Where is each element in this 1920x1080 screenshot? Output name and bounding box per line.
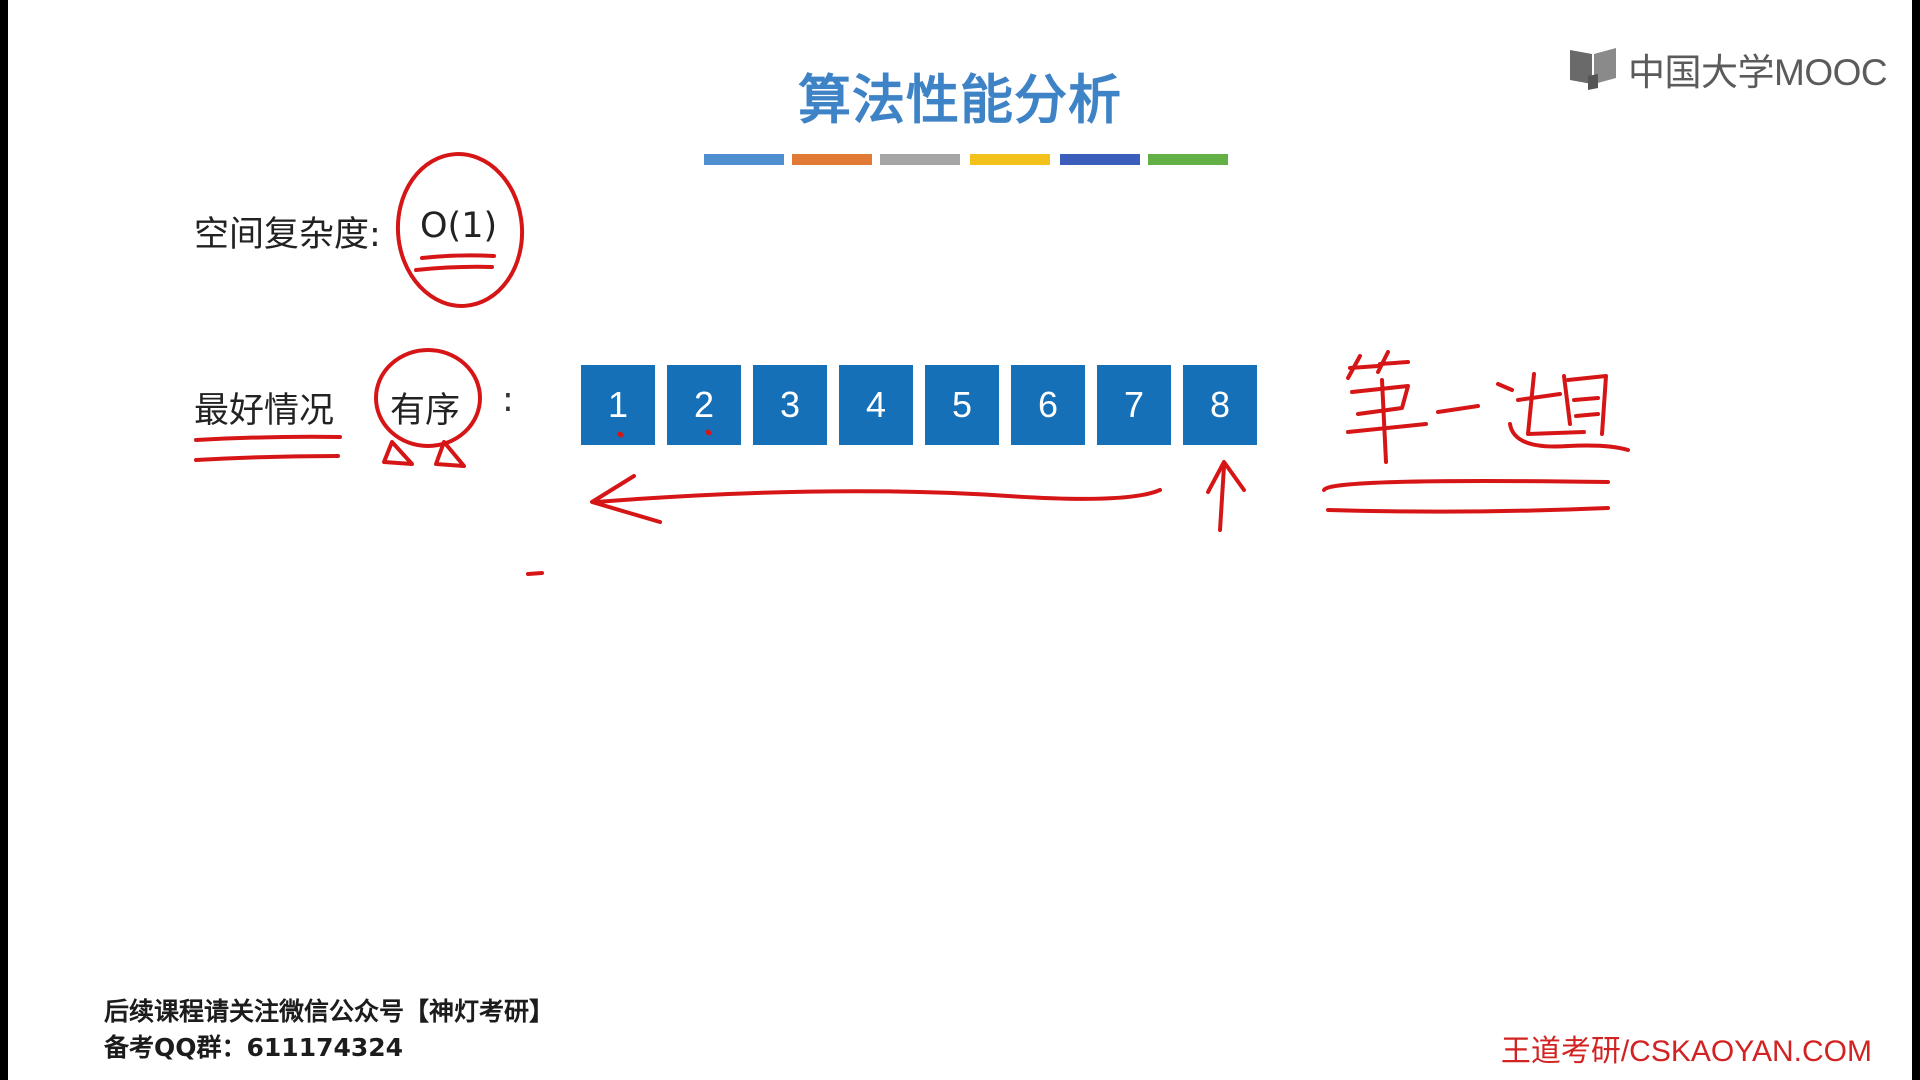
left-arrow-annotation — [590, 474, 662, 524]
space-complexity-value: O(1) — [420, 206, 498, 246]
underline-annotation — [194, 454, 340, 462]
slide-title: 算法性能分析 — [798, 70, 1122, 131]
array-cell: 8 — [1183, 365, 1257, 445]
array-cell: 5 — [925, 365, 999, 445]
mooc-logo-text: 中国大学MOOC — [1628, 52, 1888, 93]
feet-annotation — [434, 440, 466, 468]
underline-annotation — [420, 253, 496, 260]
color-bar-segment — [704, 154, 784, 165]
left-arrow-annotation — [594, 488, 1162, 504]
footer-qq-group: 备考QQ群：611174324 — [104, 1033, 404, 1062]
array-cell: 4 — [839, 365, 913, 445]
array-cell: 1 — [581, 365, 655, 445]
mooc-logo: 中国大学MOOC — [1568, 44, 1888, 94]
space-complexity-label: 空间复杂度: — [194, 215, 381, 255]
up-arrow-annotation — [1218, 464, 1226, 532]
array-cell: 3 — [753, 365, 827, 445]
footer-site: 王道考研/CSKAOYAN.COM — [1500, 1035, 1872, 1068]
underline-annotation — [1322, 479, 1610, 492]
color-bar-segment — [1060, 154, 1140, 165]
best-case-condition: 有序 — [390, 391, 461, 431]
slide: 算法性能分析 中国大学MOOC 空间复杂度: O(1) 最好情况 有序 : 1 … — [8, 0, 1912, 1080]
handwriting-first-pass — [1346, 350, 1630, 464]
array-cell: 6 — [1011, 365, 1085, 445]
best-case-colon: : — [502, 380, 514, 420]
color-bar-segment — [970, 154, 1050, 165]
feet-annotation — [382, 440, 414, 466]
handwritten-annotations — [194, 152, 1630, 576]
color-bar-segment — [1148, 154, 1228, 165]
array-cell: 2 — [667, 365, 741, 445]
array-cell: 7 — [1097, 365, 1171, 445]
color-bar-segment — [880, 154, 960, 165]
color-bar-segment — [792, 154, 872, 165]
footer-wechat-note: 后续课程请关注微信公众号【神灯考研】 — [104, 997, 555, 1026]
up-arrow-annotation — [1206, 460, 1246, 494]
underline-annotation — [194, 434, 342, 442]
underline-annotation — [414, 264, 494, 272]
best-case-label: 最好情况 — [194, 391, 335, 431]
mooc-book-icon — [1568, 44, 1620, 94]
underline-annotation — [1326, 506, 1610, 514]
